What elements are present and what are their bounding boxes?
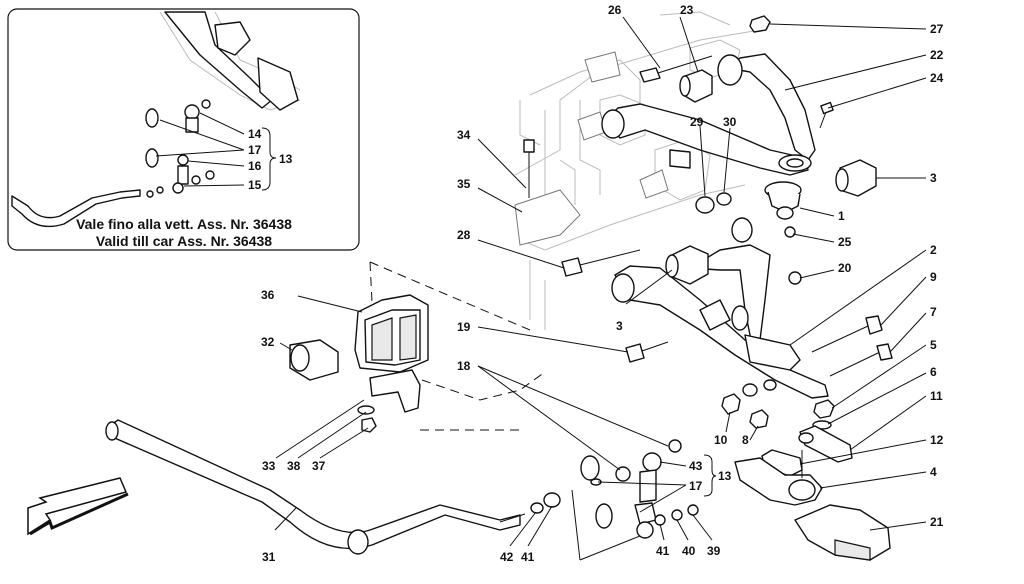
washer-30	[716, 192, 732, 206]
validity-note-en: Valid till car Ass. Nr. 36438	[96, 233, 272, 249]
callout-17-main: 17	[689, 479, 703, 493]
inset-link-lower	[145, 148, 215, 198]
callout-18: 18	[457, 359, 471, 373]
bush-3-upper	[835, 159, 877, 197]
nut-10	[721, 393, 741, 415]
callout-3-upper: 3	[930, 171, 937, 185]
direction-arrow-icon	[27, 477, 129, 536]
callout-26: 26	[608, 3, 622, 17]
callout-25: 25	[838, 235, 852, 249]
callout-31: 31	[262, 550, 276, 564]
callout-27: 27	[930, 22, 944, 36]
callout-24: 24	[930, 71, 944, 85]
inset-panel: 14 17 16 15 13 Vale fino alla vett. Ass.…	[7, 8, 360, 251]
callout-39: 39	[707, 544, 721, 558]
callout-30: 30	[723, 115, 737, 129]
callout-34: 34	[457, 128, 471, 142]
bolt-7	[829, 343, 893, 377]
callout-20: 20	[838, 261, 852, 275]
washer-38	[357, 405, 375, 415]
bracket-21	[794, 504, 891, 561]
callout-17: 17	[248, 143, 262, 157]
callout-10: 10	[714, 433, 728, 447]
lever-11	[798, 425, 853, 463]
callout-41-left: 41	[521, 550, 535, 564]
callout-33: 33	[262, 459, 276, 473]
nut-37	[361, 417, 377, 433]
bolt-9	[811, 315, 883, 353]
callout-41-right: 41	[656, 544, 670, 558]
callout-21: 21	[930, 515, 944, 529]
callout-16: 16	[248, 159, 262, 173]
inset-link-upper	[145, 99, 211, 133]
callout-4: 4	[930, 465, 937, 479]
lower-wishbone	[611, 244, 829, 399]
stabilizer-bar	[105, 419, 561, 555]
callout-7: 7	[930, 305, 937, 319]
nut-5	[813, 399, 835, 419]
callout-13: 13	[279, 152, 293, 166]
bush-3-lower	[665, 245, 709, 285]
callout-12: 12	[930, 433, 944, 447]
callout-1: 1	[838, 209, 845, 223]
upper-wishbone	[601, 53, 816, 176]
callout-22: 22	[930, 48, 944, 62]
validity-note-it: Vale fino alla vett. Ass. Nr. 36438	[76, 216, 292, 232]
callout-3-lower: 3	[616, 319, 623, 333]
bush-32	[289, 339, 339, 381]
callout-14: 14	[248, 127, 262, 141]
nut-25	[784, 226, 796, 238]
callout-numbers: 26 23 27 22 24 34 29 30 3 35 1 25 28 20 …	[261, 3, 944, 564]
callout-37: 37	[312, 459, 326, 473]
callout-5: 5	[930, 338, 937, 352]
callout-9: 9	[930, 270, 937, 284]
callout-11: 11	[930, 389, 943, 403]
callout-28: 28	[457, 228, 471, 242]
bolt-19	[625, 341, 669, 363]
nut-20	[788, 271, 802, 285]
sleeve	[731, 217, 753, 243]
callout-43: 43	[689, 459, 703, 473]
leader-lines	[274, 16, 927, 561]
callout-42: 42	[500, 550, 514, 564]
bolt-28	[561, 249, 641, 277]
callout-35: 35	[457, 177, 471, 191]
callout-6: 6	[930, 365, 937, 379]
clamp	[369, 369, 421, 413]
bolt-26	[639, 55, 713, 83]
bush-23	[679, 69, 713, 103]
chassis-ghost	[514, 11, 761, 330]
bracket-36	[354, 294, 429, 373]
callout-29: 29	[690, 115, 704, 129]
nut-27	[749, 15, 771, 33]
bolt-24	[819, 101, 834, 129]
callout-15: 15	[248, 178, 262, 192]
nut-8	[749, 409, 769, 429]
ball-joint-1	[764, 181, 802, 220]
ball-joint-4	[734, 450, 823, 506]
callout-36: 36	[261, 288, 275, 302]
washer-29	[695, 196, 715, 214]
callout-2: 2	[930, 243, 937, 257]
callout-19: 19	[457, 320, 471, 334]
callout-38: 38	[287, 459, 301, 473]
callout-8: 8	[742, 433, 749, 447]
callout-40: 40	[682, 544, 696, 558]
callout-13-main: 13	[718, 469, 732, 483]
callout-32: 32	[261, 335, 275, 349]
callout-23: 23	[680, 3, 694, 17]
